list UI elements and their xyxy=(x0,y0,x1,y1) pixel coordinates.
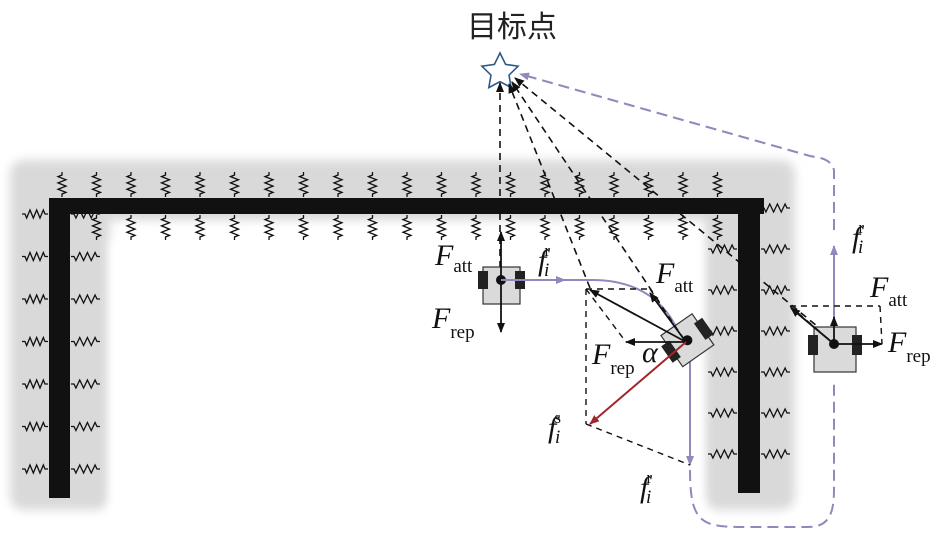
spring-icon xyxy=(435,172,448,197)
spring-icon xyxy=(470,215,482,240)
spring-icon xyxy=(366,172,379,197)
spring-icon xyxy=(761,243,790,255)
spring-icon xyxy=(22,250,48,263)
spring-icon xyxy=(71,335,100,348)
goal-label: 目标点 xyxy=(467,10,557,45)
spring-icon xyxy=(194,215,206,240)
spring-icon xyxy=(332,215,344,240)
spring-icon xyxy=(71,420,100,433)
spring-icon xyxy=(504,172,517,197)
spring-icon xyxy=(56,172,68,197)
spring-icon xyxy=(708,284,737,296)
robot-3-rep-label: Frep xyxy=(887,326,931,367)
robot-trajectory xyxy=(519,72,838,529)
spring-icon xyxy=(708,448,737,460)
spring-icon xyxy=(22,293,48,305)
wall xyxy=(49,198,764,498)
spring-icon xyxy=(573,215,586,240)
spring-icon xyxy=(761,202,790,214)
spring-icon xyxy=(539,172,551,197)
robot-2-rep-label: Frep xyxy=(591,338,635,379)
spring-icon xyxy=(194,172,206,197)
spring-icon xyxy=(573,172,586,197)
spring-icon xyxy=(366,215,379,240)
robot-2-parallelogram-lines xyxy=(585,288,691,466)
spring-icon xyxy=(22,378,48,390)
spring-icon xyxy=(708,366,737,378)
goal-star-icon xyxy=(480,51,520,90)
spring-icon xyxy=(677,215,689,240)
spring-icon xyxy=(71,378,100,390)
wall-halo-inner xyxy=(110,240,700,535)
robot-1-att-label: Fatt xyxy=(434,239,473,277)
robot-2-att-label: Fatt xyxy=(655,257,694,297)
spring-icon xyxy=(71,463,100,475)
spring-icon xyxy=(90,172,103,197)
spring-icon xyxy=(22,420,48,433)
spring-icon xyxy=(22,463,48,475)
robot-2 xyxy=(585,288,715,466)
spring-icon xyxy=(228,172,241,197)
spring-icon xyxy=(608,172,620,197)
spring-icon xyxy=(297,172,310,197)
robot-3-wheeled-robot-icon xyxy=(808,326,862,373)
spring-icon xyxy=(761,407,790,419)
spring-icon xyxy=(401,172,413,197)
robot-2-resultant-arrow xyxy=(589,289,687,343)
spring-icon xyxy=(401,215,413,240)
spring-icon xyxy=(711,215,724,240)
robot-1-rep-label: Frep xyxy=(431,302,475,343)
spring-icon xyxy=(125,215,137,240)
spring-icon xyxy=(159,172,172,197)
robot-2-fs-arrow xyxy=(589,341,687,425)
spring-icon xyxy=(332,172,344,197)
spring-icon xyxy=(228,215,241,240)
robot-2-att-arrow xyxy=(649,292,687,343)
spring-icon xyxy=(22,208,48,220)
spring-icon xyxy=(435,215,448,240)
spring-icon xyxy=(539,215,551,240)
robot-1 xyxy=(478,231,566,333)
spring-icon xyxy=(263,172,275,197)
robot-2-alpha-label: α xyxy=(642,336,659,369)
spring-icon xyxy=(125,172,137,197)
spring-icon xyxy=(761,284,790,296)
spring-icon xyxy=(642,172,655,197)
robot-3 xyxy=(789,305,883,373)
spring-icon xyxy=(642,215,655,240)
spring-icon xyxy=(90,215,103,240)
spring-icon xyxy=(470,172,482,197)
spring-icon xyxy=(297,215,310,240)
spring-icon xyxy=(22,335,48,348)
spring-icon xyxy=(263,215,275,240)
robot-3-parallelogram-lines xyxy=(789,305,883,345)
spring-icon xyxy=(708,407,737,419)
robot-3-att-label: Fatt xyxy=(869,271,908,311)
spring-icon xyxy=(677,172,689,197)
spring-icon xyxy=(761,366,790,378)
spring-icon xyxy=(71,250,100,263)
spring-icon xyxy=(159,215,172,240)
spring-icon xyxy=(711,172,724,197)
spring-icon xyxy=(761,325,790,337)
spring-icon xyxy=(708,243,737,255)
spring-icon xyxy=(71,293,100,305)
spring-icon xyxy=(504,215,517,240)
spring-icon xyxy=(761,448,790,460)
